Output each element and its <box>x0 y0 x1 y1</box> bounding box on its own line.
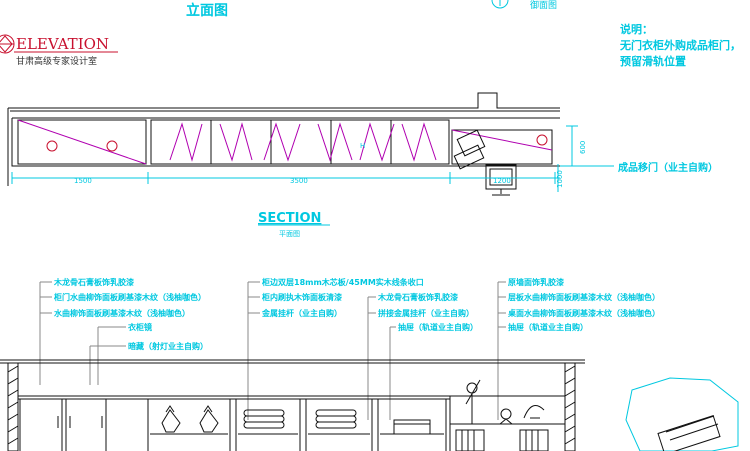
plan-right-desk <box>451 129 553 165</box>
plan-left-hanger-1 <box>46 140 58 152</box>
annotation-mid-2: 柜内刷执木饰面板清漆 <box>261 292 342 302</box>
notes-heading: 说明： <box>620 22 653 36</box>
annotation-mid2-2: 拼接金属挂杆（业主自购） <box>378 308 474 318</box>
plan-dim-side: 1000 <box>556 170 564 188</box>
annotation-right-1: 原墙面饰乳胶漆 <box>508 277 564 287</box>
section-folded-stacks <box>243 409 357 429</box>
plan-hanger-lines <box>169 122 437 162</box>
annotation-left-2: 柜门水曲柳饰面板刷基漆木纹（浅柚咖色） <box>53 292 206 302</box>
leader-lines <box>39 281 506 420</box>
plan-dim-mid: 3500 <box>290 177 308 185</box>
plan-view: H 1500 3500 1200 600 1000 <box>7 92 614 196</box>
annotation-right-2: 层板水曲柳饰面板刷基漆木纹（浅柚咖色） <box>507 292 660 302</box>
section-title: SECTION <box>258 211 321 226</box>
svg-text:H: H <box>360 142 365 150</box>
top-label: 立面图 <box>186 2 228 19</box>
annotation-left-5: 暗藏（射灯业主自购） <box>128 341 208 351</box>
plan-left-cabinet <box>17 119 147 165</box>
annotation-left-1: 木龙骨石膏板饰乳胶漆 <box>53 277 134 287</box>
annotation-right-4: 抽屉（轨道业主自购） <box>508 322 588 332</box>
top-right-label: 御面图 <box>530 0 557 11</box>
plan-chair <box>453 129 486 170</box>
annotation-mid2-3: 抽屉（轨道业主自购） <box>398 322 478 332</box>
section-decor <box>455 379 549 451</box>
plan-dim-left: 1500 <box>74 177 92 185</box>
annotation-left-3: 水曲柳饰面板刷基漆木纹（浅柚咖色） <box>53 308 190 318</box>
section-shirts <box>161 405 219 433</box>
plan-right-callout: 成品移门（业主自购） <box>618 161 718 174</box>
plan-middle-wardrobe <box>150 119 450 165</box>
brand-subtitle: 甘肃高级专家设计室 <box>16 55 97 67</box>
detail-callout <box>625 377 739 451</box>
plan-left-hanger-2 <box>106 140 118 152</box>
plan-dim-right: 1200 <box>493 177 511 185</box>
section-elevation <box>0 359 585 451</box>
brand-logo <box>0 34 15 54</box>
annotation-mid2-1: 木龙骨石膏板饰乳胶漆 <box>377 292 458 302</box>
brand-title: ELEVATION <box>16 35 109 53</box>
annotation-mid-1: 柜边双层18mm木芯板/45MM实木线条收口 <box>261 277 424 287</box>
notes-line2: 预留滑轨位置 <box>620 54 686 68</box>
section-box <box>393 419 431 435</box>
annotation-mid-3: 金属挂杆（业主自购） <box>261 308 342 318</box>
section-subtitle: 平面图 <box>279 230 300 238</box>
notes-line1: 无门衣柜外购成品柜门， <box>619 38 741 52</box>
plan-computer <box>485 164 517 196</box>
top-right-symbol <box>491 0 509 9</box>
annotation-right-3: 桌面水曲柳饰面板刷基漆木纹（浅柚咖色） <box>507 308 660 318</box>
plan-dim-height: 600 <box>579 141 587 154</box>
annotation-left-4: 衣柜镜 <box>128 322 152 332</box>
